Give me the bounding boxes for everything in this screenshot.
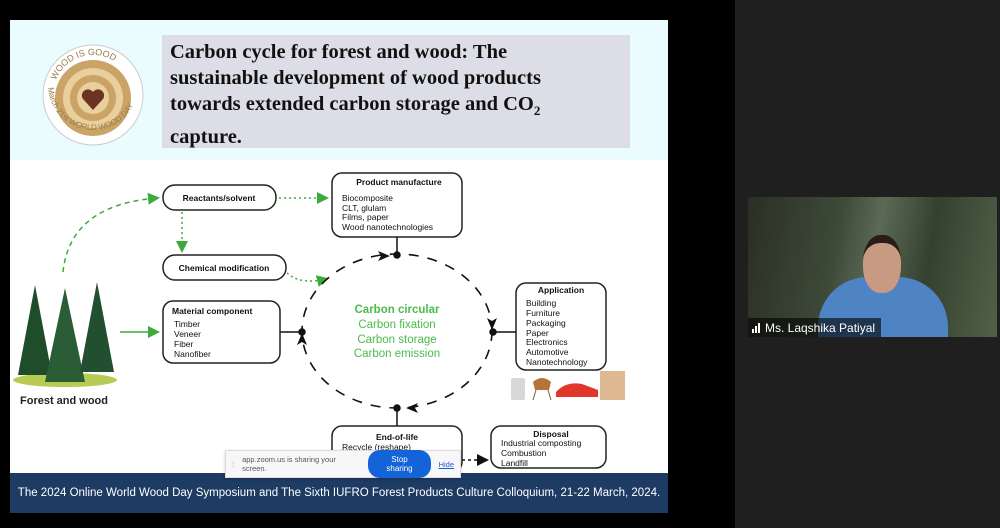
product-title: Product manufacture xyxy=(356,177,442,187)
product-item: Biocomposite xyxy=(342,193,393,203)
disposal-title: Disposal xyxy=(533,429,568,439)
screen-share-notification: ⁞ app.zoom.us is sharing your screen. St… xyxy=(225,450,461,478)
cycle-arrowheads xyxy=(297,251,497,413)
end-of-life-item: Recycle (reshape) xyxy=(342,442,411,452)
material-item: Timber xyxy=(174,319,200,329)
title-line: towards extended carbon storage and CO2 xyxy=(170,91,622,124)
application-item: Electronics xyxy=(526,337,568,347)
participant-name: Ms. Laqshika Patiyal xyxy=(765,320,876,335)
material-title: Material component xyxy=(172,306,252,316)
wood-is-good-logo: WOOD IS GOOD March 21st WORLD WOOD DAY xyxy=(42,44,144,146)
forest-label: Forest and wood xyxy=(20,395,108,407)
application-item: Automotive xyxy=(526,347,569,357)
participant-video-tile[interactable]: Ms. Laqshika Patiyal xyxy=(748,197,997,337)
center-text: Carbon fixation xyxy=(358,319,435,331)
cycle-connectors xyxy=(280,237,516,426)
product-item: Films, paper xyxy=(342,212,389,222)
title-line-text: towards extended carbon storage and CO xyxy=(170,93,534,115)
material-item: Veneer xyxy=(174,329,201,339)
reactants-box xyxy=(162,184,277,211)
material-item: Nanofiber xyxy=(174,349,211,359)
disposal-item: Combustion xyxy=(501,448,547,458)
product-item: CLT, glulam xyxy=(342,203,386,213)
application-item: Furniture xyxy=(526,308,560,318)
application-item: Packaging xyxy=(526,318,566,328)
hide-link[interactable]: Hide xyxy=(438,459,454,469)
disposal-box xyxy=(490,425,607,469)
center-text: Carbon emission xyxy=(354,348,440,360)
chemical-to-cycle-arrow xyxy=(286,272,329,287)
reactants-label: Reactants/solvent xyxy=(183,193,256,203)
slide-footer: The 2024 Online World Wood Day Symposium… xyxy=(10,473,668,513)
slide-title: Carbon cycle for forest and wood: The su… xyxy=(162,35,630,148)
material-component-box xyxy=(162,300,281,364)
title-line: capture. xyxy=(170,126,242,149)
title-subscript: 2 xyxy=(533,103,541,119)
signal-strength-icon xyxy=(752,322,760,333)
product-item: Wood nanotechnologies xyxy=(342,222,433,232)
application-product-images xyxy=(511,371,625,401)
application-title: Application xyxy=(538,285,584,295)
forest-trees-image xyxy=(13,282,117,387)
application-box xyxy=(515,282,607,371)
end-of-life-title: End-of-life xyxy=(376,432,418,442)
participant-name-tag: Ms. Laqshika Patiyal xyxy=(748,318,882,337)
material-item: Fiber xyxy=(174,339,194,349)
participant-head xyxy=(863,235,901,293)
title-line: sustainable development of wood products xyxy=(170,67,541,89)
center-text: Carbon storage xyxy=(357,334,436,346)
application-item: Nanotechnology xyxy=(526,357,588,367)
stop-sharing-button[interactable]: Stop sharing xyxy=(368,450,431,478)
product-manufacture-box xyxy=(331,172,463,238)
title-line: Carbon cycle for forest and wood: The xyxy=(170,41,508,63)
chemical-label: Chemical modification xyxy=(179,263,270,273)
share-message: app.zoom.us is sharing your screen. xyxy=(242,455,336,473)
disposal-item: Landfill xyxy=(501,458,528,468)
forest-to-reactants-arrow xyxy=(62,192,160,273)
carbon-cycle-loop xyxy=(301,253,493,409)
application-item: Building xyxy=(526,298,557,308)
center-text: Carbon circular xyxy=(355,304,441,316)
application-item: Paper xyxy=(526,328,549,338)
drag-handle-icon[interactable]: ⁞ xyxy=(232,459,235,469)
disposal-item: Industrial composting xyxy=(501,438,582,448)
footer-text: The 2024 Online World Wood Day Symposium… xyxy=(17,487,661,499)
chemical-modification-box xyxy=(162,254,287,281)
